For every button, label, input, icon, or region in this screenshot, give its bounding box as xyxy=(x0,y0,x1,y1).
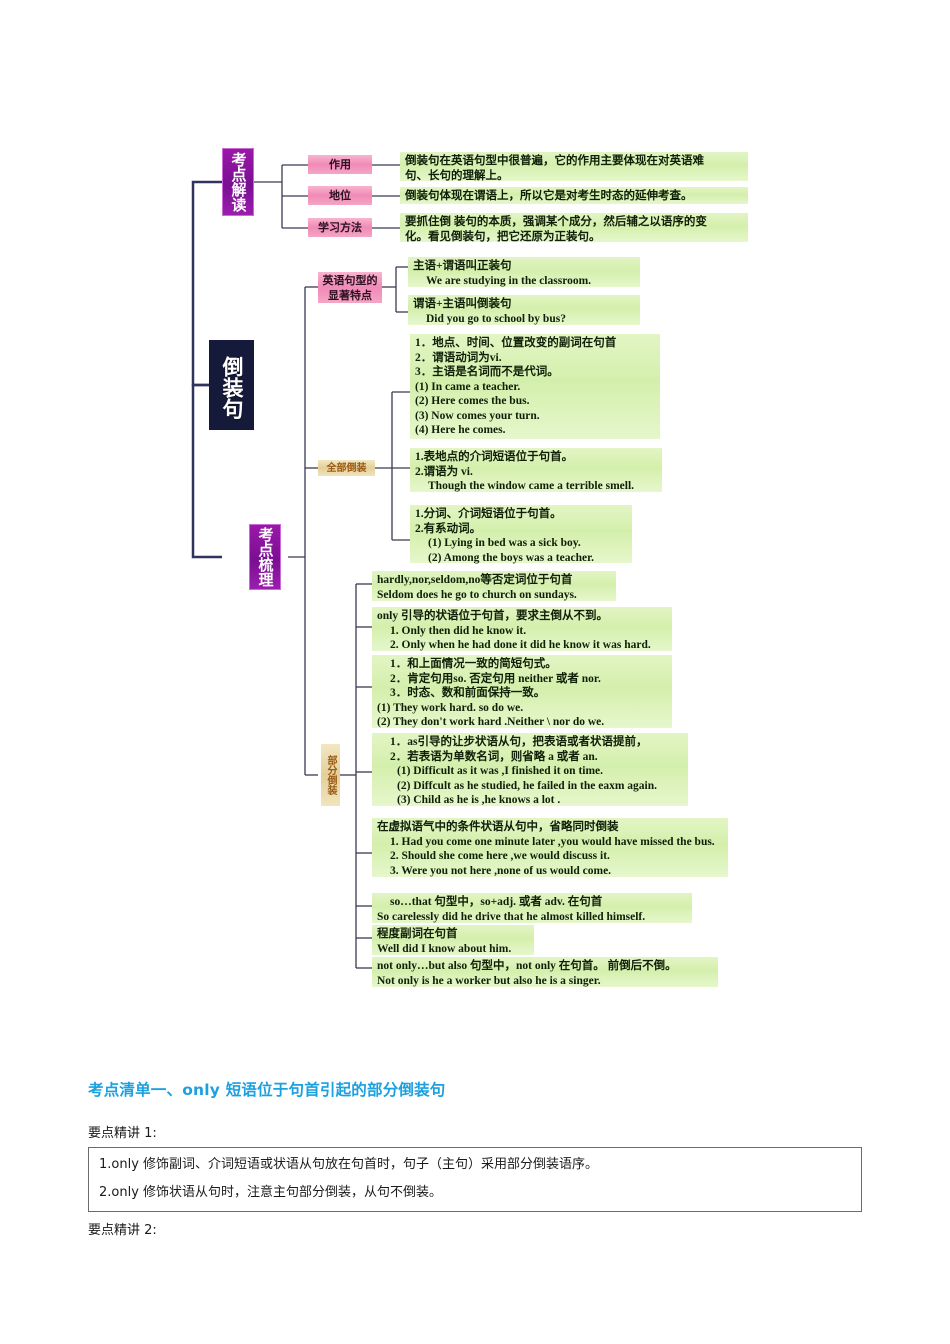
text-line: 1.表地点的介词短语位于句首。 xyxy=(415,451,574,463)
mindmap-box-bufen-5: 在虚拟语气中的条件状语从句中，省略同时倒装 1. Had you come on… xyxy=(372,818,728,877)
mindmap-label-quanbu-daozhuang[interactable]: 全部倒装 xyxy=(318,460,375,476)
rule-item: 1.only 修饰副词、介词短语或状语从句放在句首时，句子（主句）采用部分倒装语… xyxy=(99,1157,599,1172)
text-line: 2．肯定句用so. 否定句用 neither 或者 nor. xyxy=(390,672,601,685)
rules-box: 1.only 修饰副词、介词短语或状语从句放在句首时，句子（主句）采用部分倒装语… xyxy=(88,1147,862,1212)
mindmap-box-bufen-3: 1．和上面情况一致的简短句式。 2．肯定句用so. 否定句用 neither 或… xyxy=(372,655,672,728)
mindmap-branch-kaodian-shuli[interactable]: 考点梳理 xyxy=(249,524,281,590)
text-line: (2) Here comes the bus. xyxy=(415,395,530,407)
text-line: (2) They don't work hard .Neither \ nor … xyxy=(377,716,605,728)
text-line: (1) They work hard. so do we. xyxy=(377,701,524,714)
mindmap-box-bufen-8: not only…but also 句型中，not only 在句首。 前倒后不… xyxy=(372,957,718,987)
text-line: 要抓住倒 装句的本质，强调某个成分，然后辅之以语序的变 xyxy=(405,216,707,228)
mindmap-label-zuoyong[interactable]: 作用 xyxy=(308,155,372,174)
mindmap-root-node[interactable]: 倒装句 xyxy=(209,340,254,430)
mindmap-box-zhengzhuang-ju: 主语+谓语叫正装句 We are studying in the classro… xyxy=(408,257,640,287)
mindmap-box-bufen-6: so…that 句型中，so+adj. 或者 adv. 在句首 So carel… xyxy=(372,893,692,923)
mindmap-box-diwei-text: 倒装句体现在谓语上，所以它是对考生时态的延伸考查。 xyxy=(400,187,748,204)
mindmap-label-juxing-tedian[interactable]: 英语句型的 显著特点 xyxy=(318,272,382,303)
text-line: 2.有系动词。 xyxy=(415,522,482,535)
document-body: 考点清单一、only 短语位于句首引起的部分倒装句 要点精讲 1: 1.only… xyxy=(0,1010,950,1244)
mindmap-box-zuoyong-text: 倒装句在英语句型中很普遍，它的作用主要体现在对英语难 句、长句的理解上。 xyxy=(400,152,748,182)
text-line: 程度副词在句首 xyxy=(377,928,458,940)
text-line: 3．主语是名词而不是代词。 xyxy=(415,366,559,378)
text-line: (2) Among the boys was a teacher. xyxy=(428,551,594,564)
mindmap-box-bufen-7: 程度副词在句首 Well did I know about him. xyxy=(372,925,534,955)
text-line: 主语+谓语叫正装句 xyxy=(413,260,512,272)
text-line: 1．和上面情况一致的简短句式。 xyxy=(390,658,557,670)
mindmap-label-bufen-daozhuang[interactable]: 部分倒装 xyxy=(321,744,340,806)
mindmap-label-xuexi-fangfa[interactable]: 学习方法 xyxy=(308,218,372,237)
text-line: hardly,nor,seldom,no等否定词位于句首 xyxy=(377,574,573,586)
text-line: (3) Child as he is ,he knows a lot . xyxy=(397,794,561,806)
text-line: Seldom does he go to church on sundays. xyxy=(377,588,577,601)
text-line: 1. Had you come one minute later ,you wo… xyxy=(390,835,715,848)
text-line: Did you go to school by bus? xyxy=(426,312,566,325)
text-line: We are studying in the classroom. xyxy=(426,274,592,287)
mindmap-branch-kaodian-jiedu[interactable]: 考点解读 xyxy=(222,148,254,216)
text-line: not only…but also 句型中，not only 在句首。 前倒后不… xyxy=(377,960,677,972)
point-label-2: 要点精讲 2: xyxy=(88,1223,157,1238)
text-line: (3) Now comes your turn. xyxy=(415,409,540,422)
text-line: 2. Only when he had done it did he know … xyxy=(390,639,651,651)
text-line: (1) Difficult as it was ,I finished it o… xyxy=(397,765,604,777)
text-line: 倒装句体现在谓语上，所以它是对考生时态的延伸考查。 xyxy=(405,190,693,202)
text-line: 3．时态、数和前面保持一致。 xyxy=(390,687,546,699)
mindmap-box-xuexi-fangfa-text: 要抓住倒 装句的本质，强调某个成分，然后辅之以语序的变 化。看见倒装句，把它还原… xyxy=(400,213,748,243)
text-line: 1.分词、介词短语位于句首。 xyxy=(415,508,562,520)
mindmap-box-daozhuang-ju: 谓语+主语叫倒装句 Did you go to school by bus? xyxy=(408,295,640,325)
text-line: 1. Only then did he know it. xyxy=(390,624,527,637)
text-line: Not only is he a worker but also he is a… xyxy=(377,974,601,987)
text-line: only 引导的状语位于句首，要求主倒从不到。 xyxy=(377,610,608,622)
mindmap-box-bufen-1: hardly,nor,seldom,no等否定词位于句首 Seldom does… xyxy=(372,571,616,601)
text-line: 2．若表语为单数名词，则省略 a 或者 an. xyxy=(390,750,598,763)
text-line: 1．as引导的让步状语从句，把表语或者状语提前， xyxy=(390,736,648,748)
mindmap-box-bufen-2: only 引导的状语位于句首，要求主倒从不到。 1. Only then did… xyxy=(372,607,672,651)
text-line: so…that 句型中，so+adj. 或者 adv. 在句首 xyxy=(390,896,603,908)
point-label-1: 要点精讲 1: xyxy=(88,1126,157,1141)
text-line: Well did I know about him. xyxy=(377,942,512,955)
mindmap-box-quanbu-2: 1.表地点的介词短语位于句首。 2.谓语为 vi. Though the win… xyxy=(410,448,662,492)
text-line: 2．谓语动词为vi. xyxy=(415,351,502,364)
text-line: 谓语+主语叫倒装句 xyxy=(413,298,512,310)
text-line: So carelessly did he drive that he almos… xyxy=(377,910,646,923)
text-line: (2) Diffcult as he studied, he failed in… xyxy=(397,779,658,792)
mindmap-box-bufen-4: 1．as引导的让步状语从句，把表语或者状语提前， 2．若表语为单数名词，则省略 … xyxy=(372,733,688,806)
text-line: 2. Should she come here ,we would discus… xyxy=(390,850,610,862)
text-line: Though the window came a terrible smell. xyxy=(428,480,635,492)
text-line: 2.谓语为 vi. xyxy=(415,465,473,478)
rule-item: 2.only 修饰状语从句时，注意主句部分倒装，从句不倒装。 xyxy=(99,1185,443,1200)
mindmap-label-diwei[interactable]: 地位 xyxy=(308,186,372,205)
text-line: 化。看见倒装句，把它还原为正装句。 xyxy=(405,230,601,243)
mindmap-box-quanbu-3: 1.分词、介词短语位于句首。 2.有系动词。 (1) Lying in bed … xyxy=(410,505,632,564)
text-line: 1．地点、时间、位置改变的副词在句首 xyxy=(415,337,617,349)
mindmap-diagram: 倒装句 考点解读 考点梳理 作用 地位 学习方法 英语句型的 显著特点 全部倒装… xyxy=(191,148,748,987)
text-line: (1) In came a teacher. xyxy=(415,380,521,393)
text-line: (1) Lying in bed was a sick boy. xyxy=(428,537,581,549)
text-line: (4) Here he comes. xyxy=(415,424,506,436)
section-heading: 考点清单一、only 短语位于句首引起的部分倒装句 xyxy=(88,1081,446,1099)
mindmap-connectors xyxy=(191,164,410,969)
mindmap-box-quanbu-1: 1．地点、时间、位置改变的副词在句首 2．谓语动词为vi. 3．主语是名词而不是… xyxy=(410,334,660,439)
text-line: 句、长句的理解上。 xyxy=(405,169,509,182)
text-line: 在虚拟语气中的条件状语从句中，省略同时倒装 xyxy=(377,821,619,833)
text-line: 3. Were you not here ,none of us would c… xyxy=(390,864,612,877)
text-line: 倒装句在英语句型中很普遍，它的作用主要体现在对英语难 xyxy=(405,155,704,167)
